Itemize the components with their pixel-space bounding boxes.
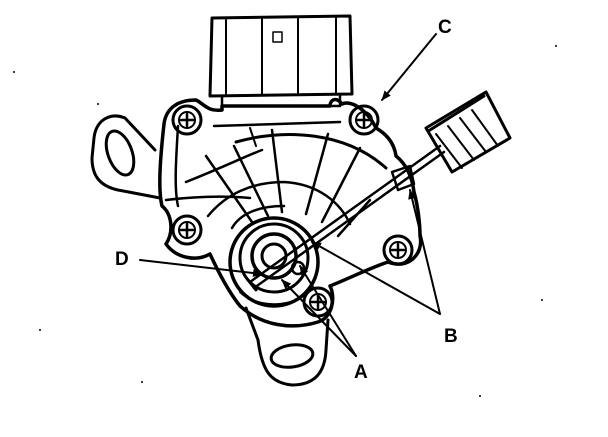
callout-label-d: D <box>115 249 129 270</box>
switch-housing <box>158 97 423 328</box>
alignment-pin-icon <box>246 90 512 292</box>
bolt-icon <box>382 234 414 266</box>
callout-leader-lines <box>139 33 441 357</box>
left-mounting-tab <box>90 114 162 200</box>
callout-label-b: B <box>444 326 458 347</box>
bolt-icon <box>348 104 380 136</box>
scan-speckle <box>13 45 557 397</box>
bolt-icon <box>171 104 203 136</box>
callout-label-c: C <box>438 17 452 38</box>
bottom-mounting-tab <box>244 306 330 387</box>
callout-label-a: A <box>354 362 368 383</box>
shaft-boss <box>228 216 320 308</box>
bolt-icon <box>171 214 203 246</box>
connector-icon <box>208 14 354 108</box>
